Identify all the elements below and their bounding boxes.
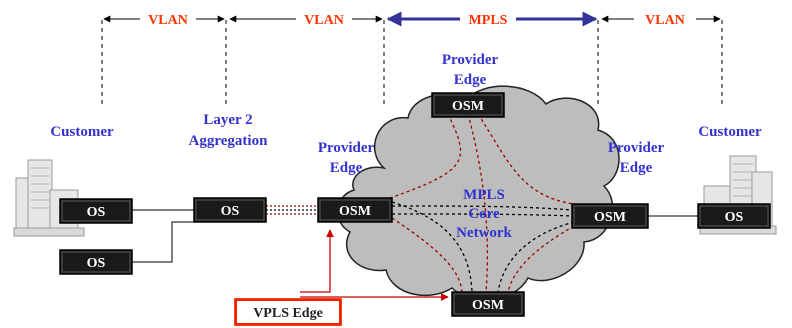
label-pe-top-line2: Edge bbox=[454, 72, 487, 88]
label-pe-left-line1: Provider bbox=[318, 140, 375, 156]
label-aggregation-line1: Layer 2 bbox=[203, 112, 252, 128]
device-label: OSM bbox=[339, 204, 371, 219]
device-label: OS bbox=[221, 204, 240, 219]
label-pe-right-line1: Provider bbox=[608, 140, 665, 156]
segment-label-mpls: MPLS bbox=[469, 13, 508, 28]
device-pe-left[interactable]: OSM bbox=[317, 197, 393, 223]
core-label-line2: Core bbox=[468, 206, 500, 222]
aggregation-to-pe-link bbox=[266, 205, 320, 215]
device-label: OS bbox=[87, 256, 106, 271]
device-label: OS bbox=[725, 210, 744, 225]
segment-dividers bbox=[101, 20, 723, 106]
core-lsp-paths bbox=[389, 113, 575, 293]
device-cust-right[interactable]: OS bbox=[697, 203, 771, 229]
device-label: OSM bbox=[472, 298, 504, 313]
label-pe-right-line2: Edge bbox=[620, 160, 653, 176]
label-pe-left-line2: Edge bbox=[330, 160, 363, 176]
core-label-line3: Network bbox=[456, 225, 512, 241]
segment-label-vlan-right: VLAN bbox=[645, 13, 685, 28]
device-pe-top[interactable]: OSM bbox=[431, 92, 505, 118]
device-cust-left-bottom[interactable]: OS bbox=[59, 249, 133, 275]
label-aggregation-line2: Aggregation bbox=[189, 133, 269, 149]
label-customer-left: Customer bbox=[50, 124, 114, 140]
device-label: OSM bbox=[452, 99, 484, 114]
device-cust-left-top[interactable]: OS bbox=[59, 198, 133, 224]
segment-label-vlan-mid: VLAN bbox=[304, 13, 344, 28]
device-pe-right[interactable]: OSM bbox=[571, 203, 649, 229]
segment-label-vlan-left: VLAN bbox=[148, 13, 188, 28]
vpls-edge-callout: VPLS Edge bbox=[234, 229, 449, 326]
link-custleft2-aggregation bbox=[132, 221, 194, 263]
device-label: OSM bbox=[594, 210, 626, 225]
label-pe-top-line1: Provider bbox=[442, 52, 499, 68]
vpls-edge-label: VPLS Edge bbox=[253, 306, 323, 321]
vpls-edge-box bbox=[235, 299, 341, 325]
device-pe-bottom[interactable]: OSM bbox=[451, 291, 525, 317]
building-left-icon bbox=[13, 159, 85, 237]
device-aggregation[interactable]: OS bbox=[193, 197, 267, 223]
access-links bbox=[132, 209, 698, 263]
vpls-arrow-to-pe-left bbox=[300, 229, 334, 293]
device-label: OS bbox=[87, 205, 106, 220]
label-customer-right: Customer bbox=[698, 124, 762, 140]
core-label-line1: MPLS bbox=[463, 187, 505, 203]
